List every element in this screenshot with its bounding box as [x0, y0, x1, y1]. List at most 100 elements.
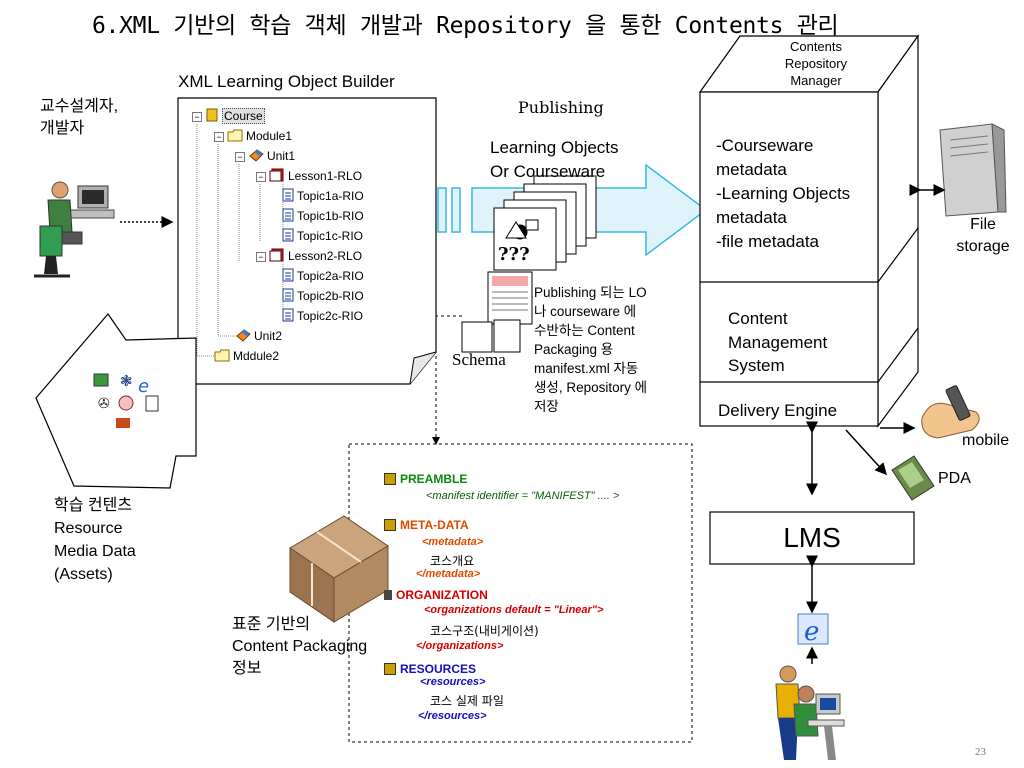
resource-icons: ❃ e ✇	[93, 372, 159, 428]
manifest-document-icon	[461, 271, 533, 353]
tree-node[interactable]: Topic2c-RIO	[282, 308, 363, 324]
pda-label: PDA	[938, 470, 971, 487]
repository-manager-label: Contents Repository Manager	[784, 39, 848, 88]
repository-box	[698, 34, 920, 428]
tree-node-label: Topic1a-RIO	[297, 189, 364, 204]
tree-node-label: Topic1c-RIO	[297, 229, 364, 244]
organization-text: 코스구조(내비게이션)	[430, 624, 539, 638]
slide-title: 6.XML 기반의 학습 객체 개발과 Repository 을 통한 Cont…	[92, 13, 839, 39]
folder-icon	[214, 348, 230, 366]
course-icon	[205, 108, 219, 126]
manifest-content: PREAMBLE <manifest identifier = "MANIFES…	[384, 468, 684, 738]
collapse-toggle-icon[interactable]: −	[192, 112, 202, 122]
metadata-heading: META-DATA	[400, 518, 469, 532]
tree-node[interactable]: −Unit1	[235, 148, 295, 164]
document-icon	[282, 268, 294, 286]
organization-close-tag: </organizations>	[416, 640, 504, 652]
unit-icon	[235, 328, 251, 346]
resources-label: 학습 컨텐츠 Resource Media Data (Assets)	[54, 497, 136, 583]
file-storage-label: File storage	[956, 216, 1010, 255]
builder-title: XML Learning Object Builder	[178, 72, 395, 91]
schema-label: Schema	[452, 350, 506, 369]
resources-text: 코스 실제 파일	[430, 694, 504, 708]
resources-shape	[35, 313, 197, 489]
pda-icon	[891, 455, 935, 501]
metadata-list: -Courseware metadata -Learning Objects m…	[716, 136, 851, 251]
resources-open-tag: <resources>	[420, 676, 486, 688]
lms-label: LMS	[783, 522, 841, 553]
section-bullet-icon	[384, 662, 396, 675]
lms-box	[709, 511, 915, 565]
tree-node-label: Module1	[246, 129, 293, 144]
tree-node[interactable]: − Lesson2-RLO	[256, 248, 362, 264]
document-icon	[282, 228, 294, 246]
audio-icon	[118, 395, 134, 411]
tree-node-label: Mddule2	[233, 349, 280, 364]
tree-node[interactable]: Topic1c-RIO	[282, 228, 363, 244]
tree-node[interactable]: Unit2	[235, 328, 282, 344]
organization-heading: ORGANIZATION	[396, 588, 488, 602]
preamble-heading: PREAMBLE	[400, 472, 468, 486]
document-icon	[282, 288, 294, 306]
metadata-open-tag: <metadata>	[422, 536, 484, 548]
tree-node-label: Topic2c-RIO	[297, 309, 364, 324]
collapse-toggle-icon[interactable]: −	[256, 252, 266, 262]
metadata-text: 코스개요	[430, 554, 475, 568]
organization-open-tag: <organizations default = "Linear">	[424, 604, 604, 616]
packaging-label: 표준 기반의 Content Packaging 정보	[232, 616, 368, 677]
tree-node-label: Topic2b-RIO	[297, 289, 364, 304]
tree-node[interactable]: Topic2b-RIO	[282, 288, 364, 304]
tree-node[interactable]: − Course	[192, 108, 265, 126]
collapse-toggle-icon[interactable]: −	[235, 152, 245, 162]
preamble-line: <manifest identifier = "MANIFEST" .... >	[426, 490, 620, 502]
folder-icon	[227, 128, 243, 146]
resources-close-tag: </resources>	[418, 710, 487, 722]
publishing-note: Publishing 되는 LO 나 courseware 에 수반하는 Con…	[534, 285, 648, 414]
designer-label: 교수설계자, 개발자	[40, 98, 119, 137]
page-number: 23	[975, 746, 986, 758]
lesson-icon	[269, 248, 285, 266]
learners-icon	[775, 665, 845, 760]
image-icon	[93, 373, 109, 387]
cms-label: Content Management System	[728, 309, 828, 375]
package-icon	[289, 515, 389, 623]
manifest-box	[348, 443, 693, 743]
pages-stack-icon	[493, 175, 597, 271]
tree-node-label: Topic1b-RIO	[297, 209, 364, 224]
collapse-toggle-icon[interactable]: −	[214, 132, 224, 142]
lesson-icon	[269, 168, 285, 186]
delivery-engine-label: Delivery Engine	[718, 401, 838, 420]
mobile-label: mobile	[962, 432, 1010, 449]
tree-node[interactable]: Topic1b-RIO	[282, 208, 364, 224]
tree-node-label: Course	[222, 108, 265, 125]
tree-node[interactable]: Topic1a-RIO	[282, 188, 364, 204]
file-icon	[145, 395, 159, 412]
document-icon	[282, 208, 294, 226]
metadata-close-tag: </metadata>	[416, 568, 481, 580]
tree-node[interactable]: Mddule2	[214, 348, 279, 364]
tree-node-label: Lesson2-RLO	[288, 249, 363, 264]
tree-node-label: Topic2a-RIO	[297, 269, 364, 284]
flash-icon: ❃	[120, 372, 133, 390]
tree-node-label: Unit2	[254, 329, 283, 344]
question-marks: ???	[498, 244, 530, 265]
section-bullet-icon	[384, 518, 396, 531]
tree-node[interactable]: − Lesson1-RLO	[256, 168, 362, 184]
section-bullet-icon	[384, 589, 392, 600]
media-icon: ✇	[98, 396, 110, 412]
unit-icon	[248, 148, 264, 166]
tree-node[interactable]: Topic2a-RIO	[282, 268, 364, 284]
browser-small-icon: e	[138, 376, 149, 397]
tree-node-label: Lesson1-RLO	[288, 169, 363, 184]
section-bullet-icon	[384, 472, 396, 485]
developer-icon	[34, 181, 115, 278]
resources-heading: RESOURCES	[400, 662, 477, 676]
publishing-label: Publishing	[518, 98, 604, 117]
learning-objects-label: Learning Objects Or Courseware	[490, 138, 619, 181]
collapse-toggle-icon[interactable]: −	[256, 172, 266, 182]
browser-icon: e	[797, 613, 829, 647]
tree-node[interactable]: − Module1	[214, 128, 292, 144]
archive-icon	[116, 418, 130, 428]
